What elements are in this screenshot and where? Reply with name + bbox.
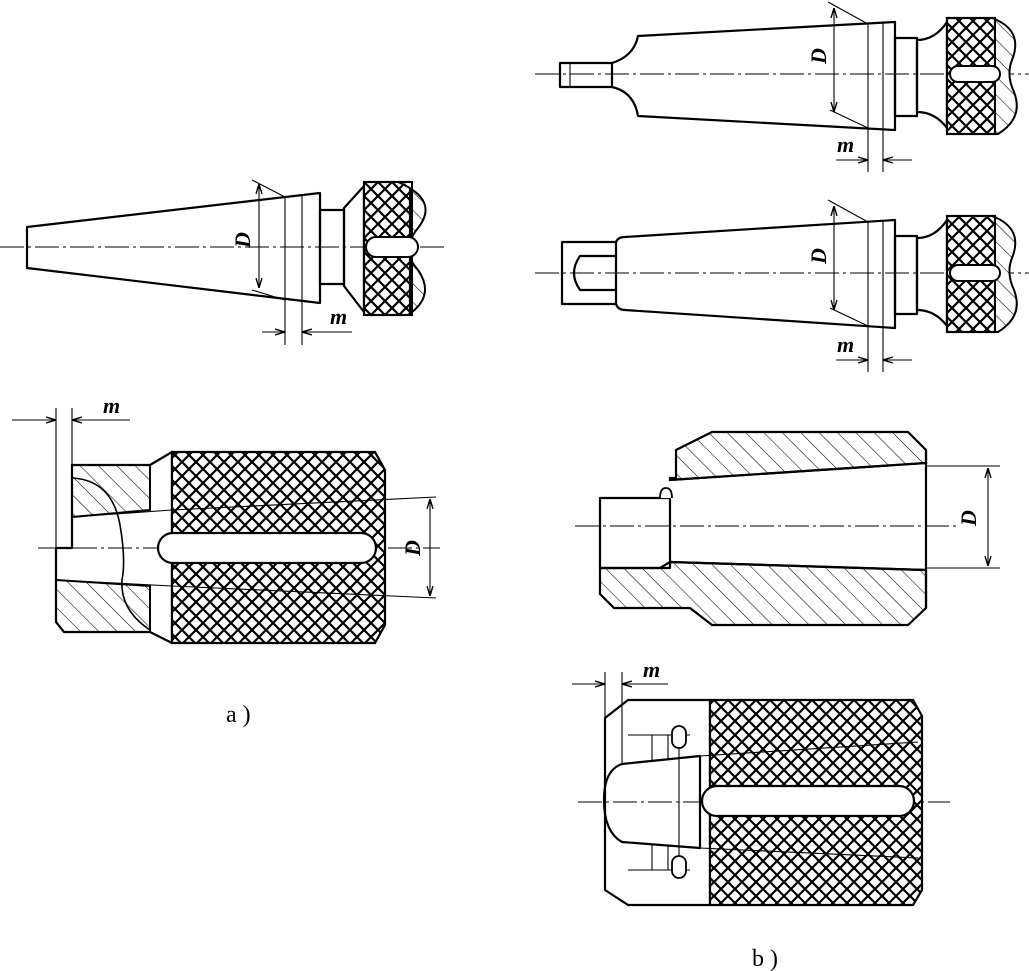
b3-section-bottom (598, 560, 928, 627)
caption-a: a ) (226, 702, 251, 728)
a-plug-d-ext-top (251, 179, 286, 198)
a-plug-d-label: D (230, 232, 255, 249)
a-plug-taper-body (25, 191, 322, 305)
a-ring-slot (156, 531, 378, 565)
b3-counterbore (598, 496, 672, 570)
b2-tang-arc (572, 254, 616, 292)
b2-m-label: m (837, 332, 854, 357)
a-ring-taper-line-top (171, 496, 437, 511)
a-plug-d-ext-bottom (251, 289, 286, 301)
b3-d-label: D (956, 510, 981, 527)
b4-m-label: m (643, 657, 660, 682)
a-plug-m-label: m (330, 304, 347, 329)
a-plug-gauge-view: D m (0, 179, 445, 345)
b1-tang (558, 61, 614, 89)
caption-b: b ) (752, 946, 778, 971)
a-ring-break-curve (71, 477, 151, 631)
a-ring-section-top (71, 464, 151, 519)
b4-vent-slot-bottom (671, 855, 687, 879)
a-ring-taper-line-bottom (171, 585, 437, 599)
a-plug-collar (342, 184, 366, 314)
b3-bore-bottom (669, 560, 927, 572)
b2-handle-break (991, 215, 1018, 333)
b1-taper-body (611, 20, 897, 132)
b1-collar (915, 20, 949, 130)
b2-tang (560, 240, 616, 306)
b3-bore-top (669, 461, 927, 482)
a-ring-d-label: D (400, 540, 425, 557)
b1-m-label: m (837, 132, 854, 157)
b1-handle-break (991, 17, 1018, 135)
b2-d-ext-top (827, 199, 869, 223)
b4-vent-slot-top (671, 725, 687, 749)
a-ring-gauge-view: D m (12, 393, 440, 645)
b4-taper-line-top (699, 741, 919, 757)
b4-slot (700, 784, 916, 818)
a-ring-bore-top (71, 509, 173, 518)
b1-slot (949, 65, 1001, 83)
b1-d-ext-bottom (829, 109, 869, 129)
b2-taper-body (614, 218, 897, 330)
b3-section-top (668, 430, 928, 482)
b1-neck (893, 36, 919, 118)
b3-relief-groove (659, 487, 673, 499)
b4-taper-bore (602, 754, 702, 850)
a-ring-section-bottom (55, 578, 151, 633)
b2-d-ext-bottom (829, 307, 869, 327)
b-plug-flat-view: D m (535, 199, 1029, 372)
b2-slot (949, 264, 1001, 282)
b-ring-section-view: D (575, 430, 1000, 627)
b1-d-label: D (806, 48, 831, 65)
a-ring-bore-bottom (55, 579, 173, 587)
b-ring-outer-view: m (572, 657, 950, 907)
b1-d-ext-top (827, 1, 869, 25)
b2-neck (893, 234, 919, 316)
a-ring-m-label: m (103, 393, 120, 418)
a-plug-slot (365, 236, 419, 258)
b-plug-tang-view: D m (535, 1, 1029, 172)
a-ring-body (54, 450, 174, 645)
b2-d-label: D (806, 248, 831, 265)
b4-taper-line-bottom (699, 847, 919, 859)
